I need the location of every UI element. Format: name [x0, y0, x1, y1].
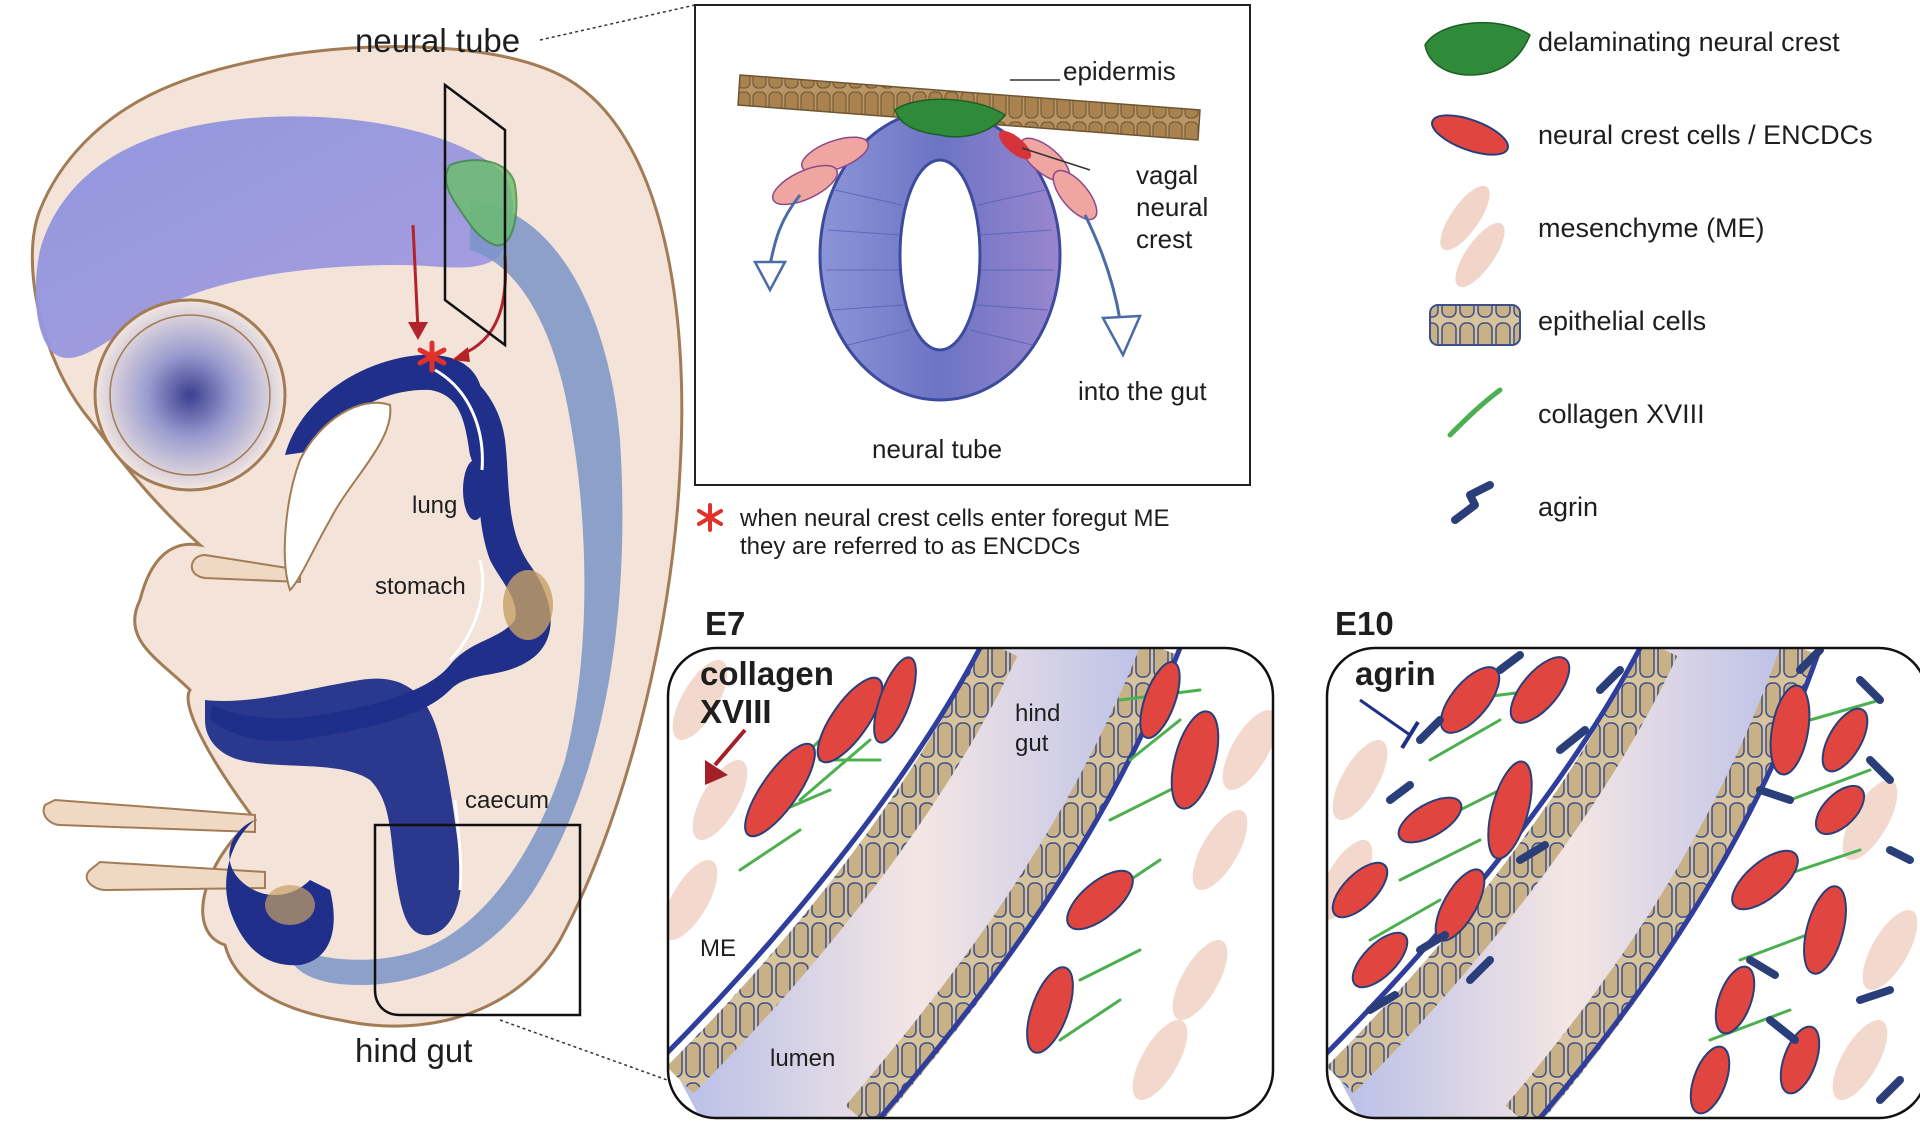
embryo-neural-tube-label: neural tube	[355, 22, 521, 59]
lung-label: lung	[412, 492, 458, 519]
lung-bud	[283, 401, 392, 592]
e10-frame	[1325, 646, 1920, 1120]
epithelial-cells-icon	[1429, 304, 1521, 346]
footnote-line-1: when neural crest cells enter foregut ME	[740, 505, 1170, 532]
entry-asterisk	[417, 340, 447, 373]
legend-label-mesenchyme: mesenchyme (ME)	[1538, 213, 1765, 243]
vagal-crest-label-1: vagal	[1136, 160, 1199, 190]
e7-marker-line-2: XVIII	[700, 693, 772, 730]
caecum-label: caecum	[465, 787, 550, 814]
footnote-asterisk	[697, 503, 723, 532]
encdc-cell-icon	[1431, 114, 1509, 156]
cross-section-panel	[694, 4, 1251, 486]
e7-marker-line-1: collagen	[700, 655, 834, 692]
e7-gut-epithelium	[680, 648, 1160, 1118]
e7-me-label: ME	[700, 935, 736, 962]
embryo-illustration	[30, 4, 696, 1091]
legend-icons	[1424, 21, 1531, 524]
cross-section-neural-tube-label: neural tube	[872, 434, 1003, 464]
embryo-neural-crest	[444, 159, 518, 247]
limb-lower-2	[85, 860, 266, 892]
eye	[93, 298, 287, 492]
gut-tube	[285, 354, 483, 470]
embryo-hind-gut-label: hind gut	[355, 1032, 473, 1069]
e7-stage-label: E7	[705, 605, 746, 642]
limb-lower-1	[42, 798, 256, 834]
brain-region	[35, 116, 514, 359]
legend-label-collagen: collagen XVIII	[1538, 399, 1705, 429]
vagal-crest-label-2: neural	[1136, 192, 1209, 222]
epidermis-label: epidermis	[1063, 56, 1176, 86]
e10-panel	[1325, 646, 1920, 1120]
e10-gut-epithelium	[1340, 648, 1800, 1118]
legend-label-agrin: agrin	[1538, 492, 1599, 522]
e7-hind-label-2: gut	[1015, 730, 1049, 757]
mesenchyme-icon	[1440, 185, 1505, 288]
delaminating-neural-crest-icon	[1424, 21, 1531, 76]
into-gut-label: into the gut	[1078, 376, 1207, 406]
limb-upper	[190, 553, 301, 584]
stomach-label: stomach	[375, 573, 466, 600]
legend-label-encdc: neural crest cells / ENCDCs	[1538, 120, 1873, 150]
e7-hind-label-1: hind	[1015, 700, 1061, 727]
e10-stage-label: E10	[1335, 605, 1394, 642]
delaminating-crest	[894, 98, 1007, 138]
section-box	[443, 82, 507, 348]
e10-marker-label: agrin	[1355, 655, 1436, 692]
legend-label-epithelial: epithelial cells	[1538, 306, 1707, 336]
vagal-crest-label-3: crest	[1136, 224, 1193, 254]
e7-panel	[666, 646, 1275, 1120]
hindgut-box	[373, 823, 582, 1017]
collagen-fiber-icon	[1447, 387, 1503, 438]
e7-lumen-label: lumen	[770, 1045, 836, 1072]
e7-frame	[666, 646, 1275, 1120]
footnote-line-2: they are referred to as ENCDCs	[740, 533, 1081, 560]
agrin-icon	[1451, 481, 1494, 524]
legend-label-delaminating: delaminating neural crest	[1538, 27, 1840, 57]
